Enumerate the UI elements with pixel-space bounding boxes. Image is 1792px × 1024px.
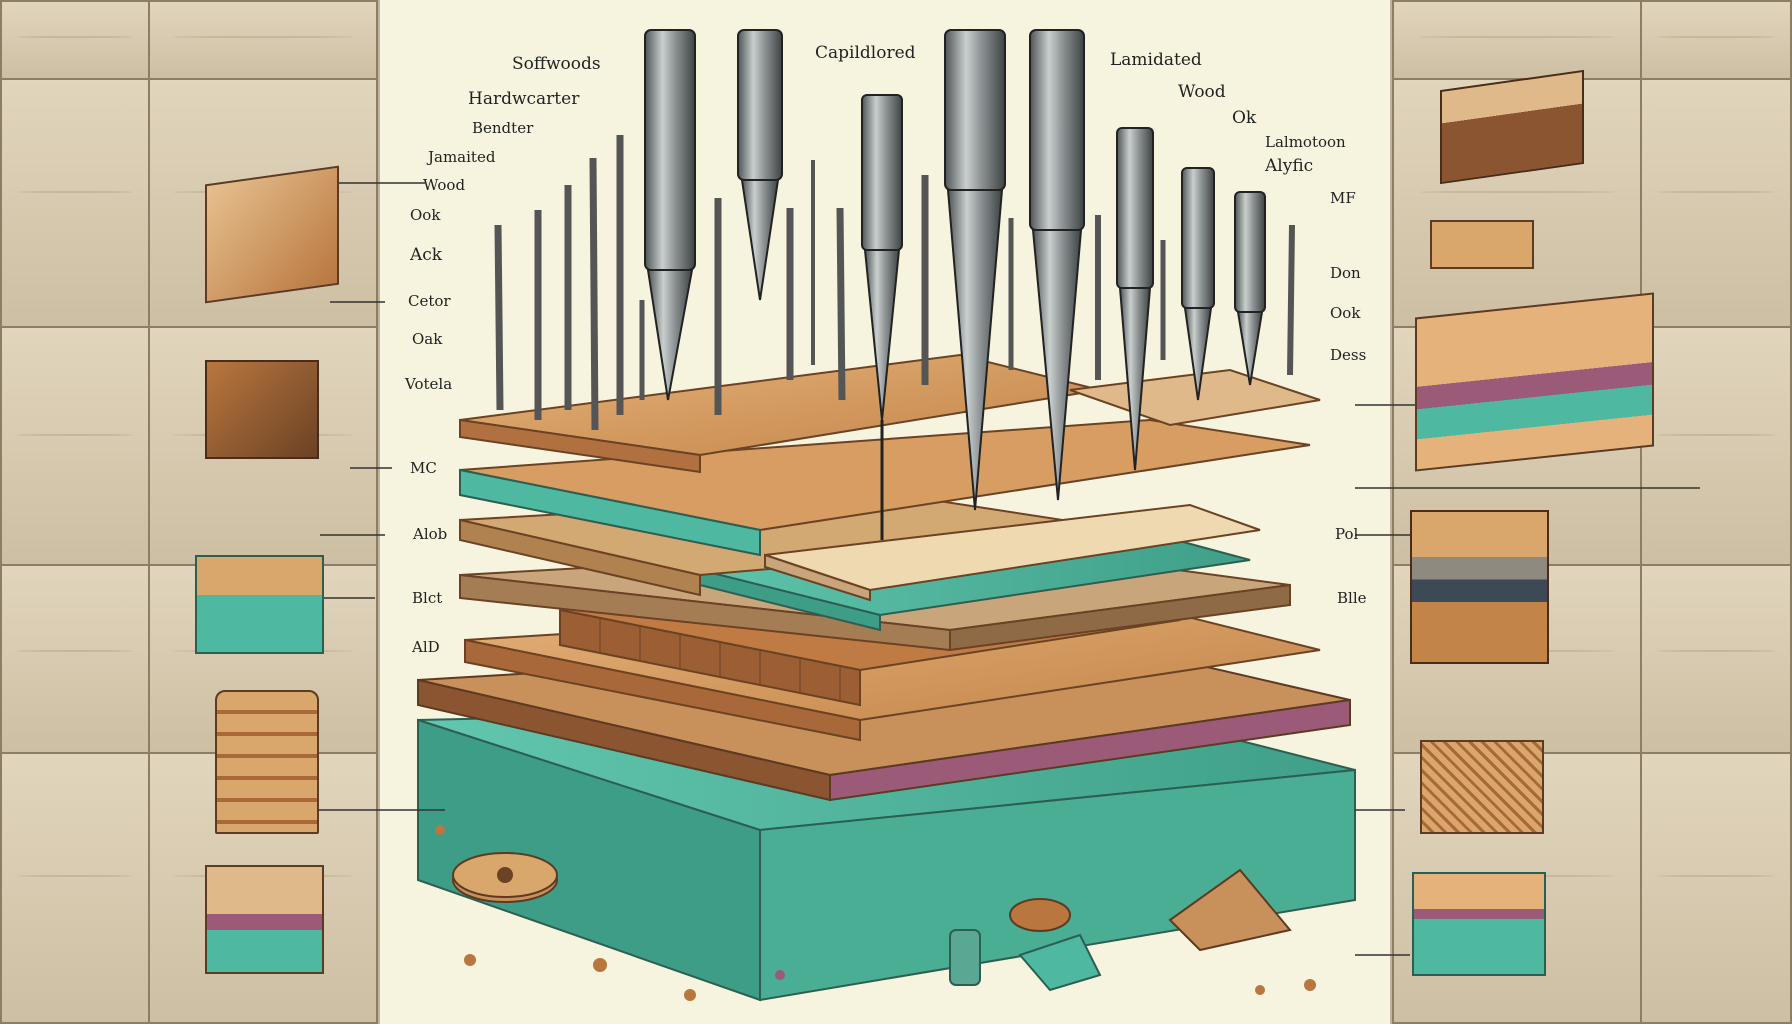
thin-nails (494, 135, 1295, 431)
sample-block-plywood (1415, 292, 1654, 472)
sample-block-layered (205, 865, 324, 974)
sample-block-stacked (215, 690, 319, 834)
medium-drill-bit-2 (1116, 127, 1154, 471)
label-mc: MC (410, 459, 437, 477)
sample-block-walnut (205, 360, 319, 459)
label-blle: Blle (1337, 589, 1367, 607)
label-ok: Ok (1232, 108, 1257, 128)
sample-block-oak (205, 165, 339, 304)
label-alob: Alob (413, 525, 448, 543)
label-blct: Blct (412, 589, 443, 607)
label-ook: Ook (410, 206, 441, 224)
drill-bits-group (494, 29, 1295, 540)
label-ack: Ack (410, 245, 443, 265)
label-alyfic: Alyfic (1265, 156, 1314, 176)
sample-block-teal-laminate (195, 555, 324, 654)
label-hardwcarter: Hardwcarter (468, 89, 580, 109)
large-drill-bit-3 (944, 29, 1006, 511)
label-mf: MF (1330, 189, 1356, 207)
sample-block-teal-core (1412, 872, 1546, 976)
label-cetor: Cetor (408, 292, 451, 310)
label-wood-top: Wood (1178, 82, 1226, 102)
sample-block-composite (1410, 510, 1549, 664)
label-wood: Wood (423, 176, 466, 194)
label-dess: Dess (1330, 346, 1367, 364)
label-lalmotoon: Lalmotoon (1265, 133, 1346, 151)
wood-chips-debris (435, 825, 1316, 1001)
large-drill-bit-1 (644, 29, 696, 401)
label-bendter: Bendter (472, 119, 534, 137)
label-lamidated: Lamidated (1110, 50, 1202, 70)
sample-block-shavings (1420, 740, 1544, 834)
medium-drill-bit-4 (1234, 191, 1266, 386)
label-ald: AlD (412, 638, 440, 656)
teal-stripe-plank (459, 418, 1311, 557)
label-ook-right: Ook (1330, 304, 1361, 322)
label-pol: Pol (1335, 525, 1359, 543)
label-oak: Oak (412, 330, 443, 348)
label-capildlored: Capildlored (815, 43, 916, 63)
label-jamaited: Jamaited (428, 148, 496, 166)
top-board-center (764, 503, 1261, 602)
sample-small-pieces (1430, 220, 1534, 269)
label-softwoods: Soffwoods (512, 54, 601, 74)
label-votela: Votela (405, 375, 453, 393)
medium-drill-bit-1 (861, 94, 903, 540)
label-don: Don (1330, 264, 1361, 282)
large-drill-bit-4 (1029, 29, 1085, 501)
medium-drill-bit-3 (1181, 167, 1215, 401)
large-drill-bit-2 (737, 29, 783, 301)
